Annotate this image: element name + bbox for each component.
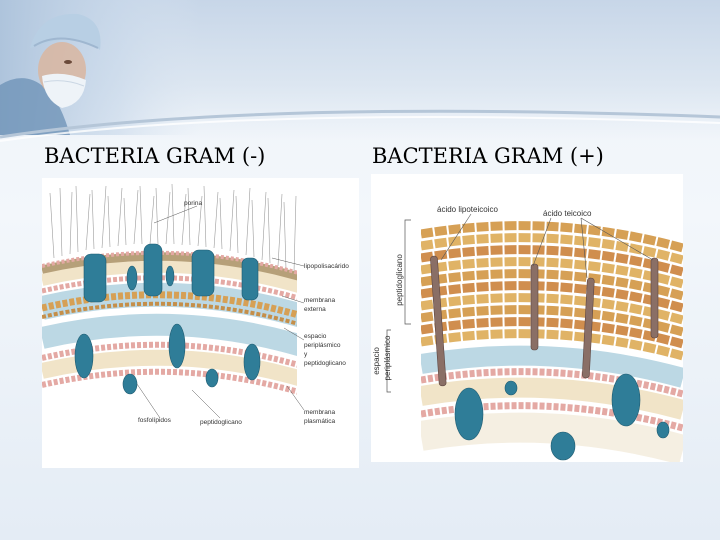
label-peptidoglicano: peptidoglicano [395, 254, 404, 306]
label-espacio-1: espacio [304, 333, 327, 340]
label-espacio-1: espacio [372, 347, 381, 375]
label-espacio-2: periplásmico [304, 342, 341, 349]
label-espacio-3: y [304, 351, 308, 358]
lipopolysaccharide-strands [49, 183, 297, 273]
label-acido-teicoico: ácido teicoico [543, 209, 592, 218]
label-espacio-2: periplásmico [383, 335, 392, 380]
label-membrana-externa-1: membrana [304, 297, 335, 304]
label-porina: porina [184, 200, 202, 207]
label-membrana-plasmatica-2: plasmática [304, 418, 335, 425]
label-espacio-4: peptidoglicano [304, 360, 346, 367]
gram-negative-diagram: porina lipopolisacárido membrana externa… [42, 178, 359, 468]
membrane-proteins [74, 323, 261, 395]
label-peptidoglicano: peptidoglicano [200, 419, 242, 426]
label-fosfolipidos: fosfolípidos [138, 417, 172, 424]
peptidoglycan-layers [421, 221, 683, 361]
teichoic-acid-rods [430, 255, 659, 387]
surgeon-photo [0, 0, 200, 135]
decorative-swoosh [0, 109, 720, 142]
gram-positive-diagram: peptidoglicano espacio periplásmico ácid… [371, 174, 683, 462]
gram-positive-title: BACTERIA GRAM (+) [372, 144, 604, 168]
label-lipopolisacarido: lipopolisacárido [304, 263, 349, 270]
label-acido-lipoteicoico: ácido lipoteicoico [437, 205, 498, 214]
gram-negative-title: BACTERIA GRAM (-) [44, 144, 266, 168]
membrane-proteins [454, 373, 670, 461]
label-membrana-plasmatica-1: membrana [304, 409, 335, 416]
label-membrana-externa-2: externa [304, 306, 326, 313]
porin-proteins [83, 243, 259, 303]
